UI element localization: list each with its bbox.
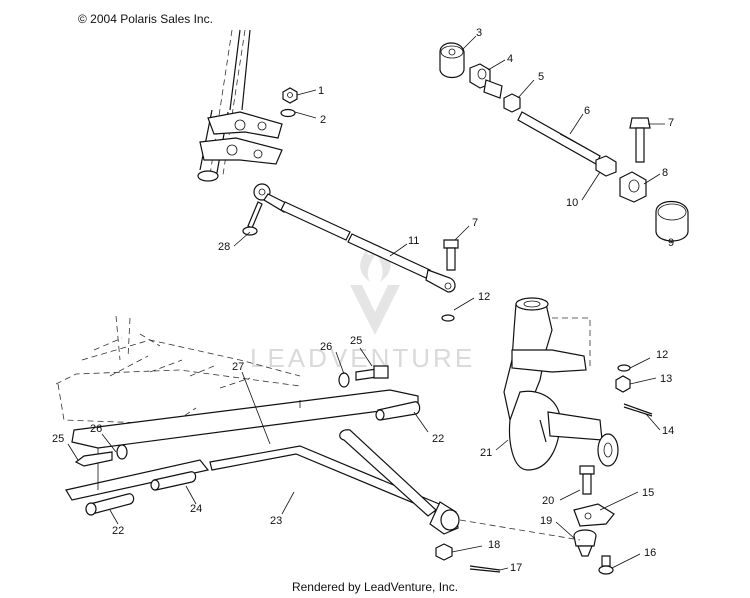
bolt-28 — [242, 201, 263, 236]
ball-joint-19 — [573, 529, 597, 557]
nut-18 — [435, 543, 453, 561]
callout-20: 20 — [542, 495, 554, 507]
bolt-16 — [598, 555, 614, 575]
callout-22-left: 22 — [112, 525, 124, 537]
callouts: 1 2 3 4 5 6 7 8 9 10 7 11 28 12 12 13 14… — [52, 27, 674, 574]
bushing-24 — [150, 471, 197, 491]
bolt-7-upper — [629, 117, 651, 163]
nut-13 — [615, 375, 631, 393]
footer-credit: Rendered by LeadVenture, Inc. — [291, 580, 459, 594]
washer-26-lower — [116, 444, 128, 460]
bolt-25-lower — [74, 451, 113, 467]
callout-19: 19 — [540, 515, 552, 527]
callout-27: 27 — [232, 361, 244, 373]
callout-5: 5 — [538, 71, 544, 83]
callout-26-upper: 26 — [320, 341, 332, 353]
callout-21: 21 — [480, 447, 492, 459]
bushing-22-right — [375, 401, 421, 421]
callout-24: 24 — [190, 503, 202, 515]
watermark: LEADVENTURE — [250, 245, 475, 373]
callout-22-right: 22 — [432, 433, 444, 445]
tie-rod-assembly — [253, 183, 456, 293]
nut-1 — [282, 87, 298, 104]
callout-26-lower: 26 — [90, 423, 102, 435]
watermark-text: LEADVENTURE — [250, 343, 475, 373]
ball-joint-guide-line — [459, 519, 581, 541]
callout-14: 14 — [662, 425, 674, 437]
washer-2 — [280, 108, 296, 118]
frame-outline — [55, 315, 301, 425]
ball-joint-plate-15 — [573, 503, 615, 527]
callout-18: 18 — [488, 539, 500, 551]
cotter-pin-14 — [623, 403, 653, 417]
callout-17: 17 — [510, 562, 522, 574]
callout-12-upper: 12 — [478, 291, 490, 303]
callout-15: 15 — [642, 487, 654, 499]
callout-3: 3 — [476, 27, 482, 39]
callout-25-lower: 25 — [52, 433, 64, 445]
jam-nut-4 — [469, 63, 503, 99]
bushing-22-left — [85, 493, 135, 516]
callout-2: 2 — [320, 114, 326, 126]
callout-16: 16 — [644, 547, 656, 559]
copyright-notice: © 2004 Polaris Sales Inc. — [78, 12, 213, 26]
spindle-21 — [503, 297, 619, 471]
callout-28: 28 — [218, 241, 230, 253]
bolt-20 — [579, 465, 595, 495]
callout-12-right: 12 — [656, 349, 668, 361]
a-arm-23 — [209, 429, 460, 535]
callout-7-lower: 7 — [472, 217, 478, 229]
bolt-7-lower — [443, 239, 459, 271]
washer-26-upper — [338, 372, 350, 388]
callout-4: 4 — [507, 53, 513, 65]
steering-post — [197, 29, 283, 182]
rod-end-9 — [655, 200, 689, 242]
nut-5 — [503, 93, 521, 113]
callout-11: 11 — [408, 235, 419, 247]
callout-9: 9 — [668, 237, 674, 249]
leader-lines — [67, 35, 673, 571]
nut-10 — [595, 155, 617, 177]
callout-23: 23 — [270, 515, 282, 527]
bolt-25-upper — [355, 365, 389, 381]
rod-end-3 — [439, 42, 465, 79]
callout-13: 13 — [660, 373, 672, 385]
cotter-pin-17 — [469, 565, 501, 573]
callout-1: 1 — [318, 85, 324, 97]
callout-10: 10 — [566, 197, 578, 209]
callout-7-upper: 7 — [668, 117, 674, 129]
tie-rod-6 — [517, 111, 601, 165]
callout-25-upper: 25 — [350, 335, 362, 347]
callout-8: 8 — [662, 167, 668, 179]
washer-12-upper — [441, 314, 455, 322]
jam-nut-8 — [619, 171, 647, 203]
callout-6: 6 — [584, 105, 590, 117]
washer-12-right — [617, 364, 631, 372]
